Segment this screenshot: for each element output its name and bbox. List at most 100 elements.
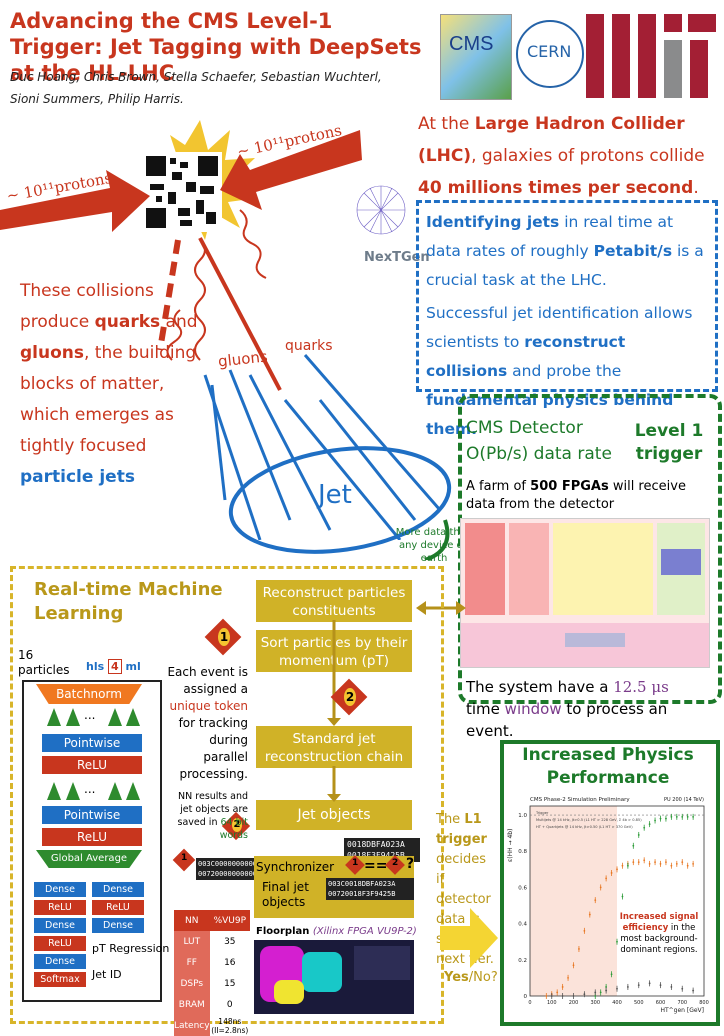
data-point <box>675 863 678 865</box>
y-tick-label: 0.2 <box>518 958 527 964</box>
token-explanation: Each event is assigned a unique token fo… <box>162 664 248 783</box>
hex-word: 0018F3F9425B <box>347 850 417 861</box>
text: will receive data from the detector <box>466 479 686 512</box>
token-number: 1 <box>181 853 188 863</box>
data-point <box>675 815 678 818</box>
data-point <box>572 995 575 997</box>
data-point <box>659 817 662 820</box>
data-point <box>567 977 569 979</box>
final-word-box: 003C0018DBFA023A 00720018F3F9425B <box>326 878 414 900</box>
softmax-layer: Softmax <box>34 972 86 987</box>
collision-explanation: These collisions produce quarks and gluo… <box>20 276 200 493</box>
data-point <box>654 861 656 863</box>
data-point <box>594 991 597 994</box>
table-cell: NN <box>185 915 199 926</box>
x-tick-label: 0 <box>528 1000 531 1006</box>
data-point <box>637 861 640 863</box>
legend-entry: HT + Quarkjets @ 14 kHz, Jt>0.50 (L1 HT … <box>536 825 633 829</box>
performance-title: Increased Physics Performance <box>522 745 694 788</box>
trigger-system-diagram <box>460 518 710 668</box>
y-tick-label: 0.6 <box>518 885 527 891</box>
text: in the most background-dominant regions. <box>620 923 698 955</box>
table-cell: BRAM <box>174 994 210 1015</box>
final-jets-label: Final jet objects <box>262 880 309 909</box>
relu-layer: ReLU <box>34 900 86 915</box>
data-point <box>681 987 684 990</box>
data-point <box>692 815 695 818</box>
y-tick-label: 0.4 <box>518 922 527 928</box>
data-point <box>643 826 646 829</box>
question-mark: ? <box>406 856 415 872</box>
data-point <box>594 995 597 997</box>
data-point <box>681 861 684 863</box>
table-cell: 148ns (II=2.8ns) <box>211 1016 249 1035</box>
text: , the building blocks of matter, which e… <box>20 343 197 456</box>
data-point <box>637 984 640 987</box>
x-tick-label: 500 <box>634 1000 644 1006</box>
text: time <box>466 700 505 718</box>
data-point <box>686 864 689 867</box>
data-point <box>626 864 629 867</box>
data-point <box>588 913 591 916</box>
legend-entry: Multijets @ 14 kHz, Jt>0.5 (L1 HT > 228 … <box>536 818 642 822</box>
data-point <box>665 861 667 863</box>
data-point <box>659 863 662 865</box>
token-number: 2 <box>344 688 356 706</box>
token-number: 2 <box>392 858 399 868</box>
text: in real time at data rates of roughly <box>426 213 674 260</box>
gmt-unit <box>661 549 701 575</box>
chart-title: CMS Phase-2 Simulation Preliminary <box>530 797 630 803</box>
data-point <box>545 995 548 997</box>
intro-part: , galaxies of protons collide <box>471 146 705 166</box>
data-point <box>561 995 564 997</box>
table-cell: 16 <box>224 957 236 968</box>
data-point <box>605 877 608 880</box>
x-tick-label: 800 <box>699 1000 709 1006</box>
data-point <box>637 834 640 836</box>
tracker-block <box>553 523 653 615</box>
data-point <box>648 982 651 985</box>
table-cell: 15 <box>224 978 236 989</box>
quarks-label: quarks <box>285 338 333 354</box>
nextgen-graph-icon <box>356 185 406 235</box>
data-point <box>610 973 613 976</box>
decision-arrow <box>440 908 498 968</box>
data-point <box>665 817 667 820</box>
global-trigger-unit <box>565 633 625 647</box>
data-point <box>583 993 586 996</box>
x-tick-label: 600 <box>656 1000 666 1006</box>
token-number: 2 <box>232 818 242 832</box>
data-point <box>621 895 624 898</box>
y-tick-label: 1.0 <box>518 813 527 819</box>
data-point <box>594 899 597 901</box>
data-point <box>681 815 684 818</box>
intro-part: . <box>693 178 699 198</box>
hex-word: 003C0018DBFA023A <box>328 880 396 888</box>
synchronizer-label: Synchronizer <box>256 860 335 874</box>
data-point <box>692 989 695 992</box>
y-tick-label: 0 <box>524 994 528 1000</box>
data-point <box>583 929 586 932</box>
network-diagram <box>22 680 162 1002</box>
jet-identification-box <box>416 200 718 392</box>
jet-cone-base <box>228 446 452 560</box>
data-point <box>616 868 618 871</box>
paragraph-1: Identifying jets in real time at data ra… <box>426 208 710 295</box>
data-point <box>578 948 580 950</box>
intro-rate: 40 millions times per second <box>418 178 694 198</box>
text-bold: reconstruct collisions <box>426 333 626 380</box>
hex-word: 0072000000000000 <box>198 870 266 878</box>
author-list: Duc Hoang, Chris Brown, Stella Schaefer,… <box>10 70 382 106</box>
floorplan-label: Floorplan (Xilinx FPGA VU9P-2) <box>256 926 417 937</box>
text: (Xilinx FPGA VU9P-2) <box>312 926 417 937</box>
data-point <box>659 984 662 987</box>
tree-icons-2 <box>47 782 140 800</box>
data-point <box>648 823 651 825</box>
table-cell: LUT <box>174 931 210 952</box>
text-highlight: 64 bit words <box>219 817 248 841</box>
pt-regression-label: pT Regression <box>92 942 170 955</box>
data-point <box>648 863 651 865</box>
